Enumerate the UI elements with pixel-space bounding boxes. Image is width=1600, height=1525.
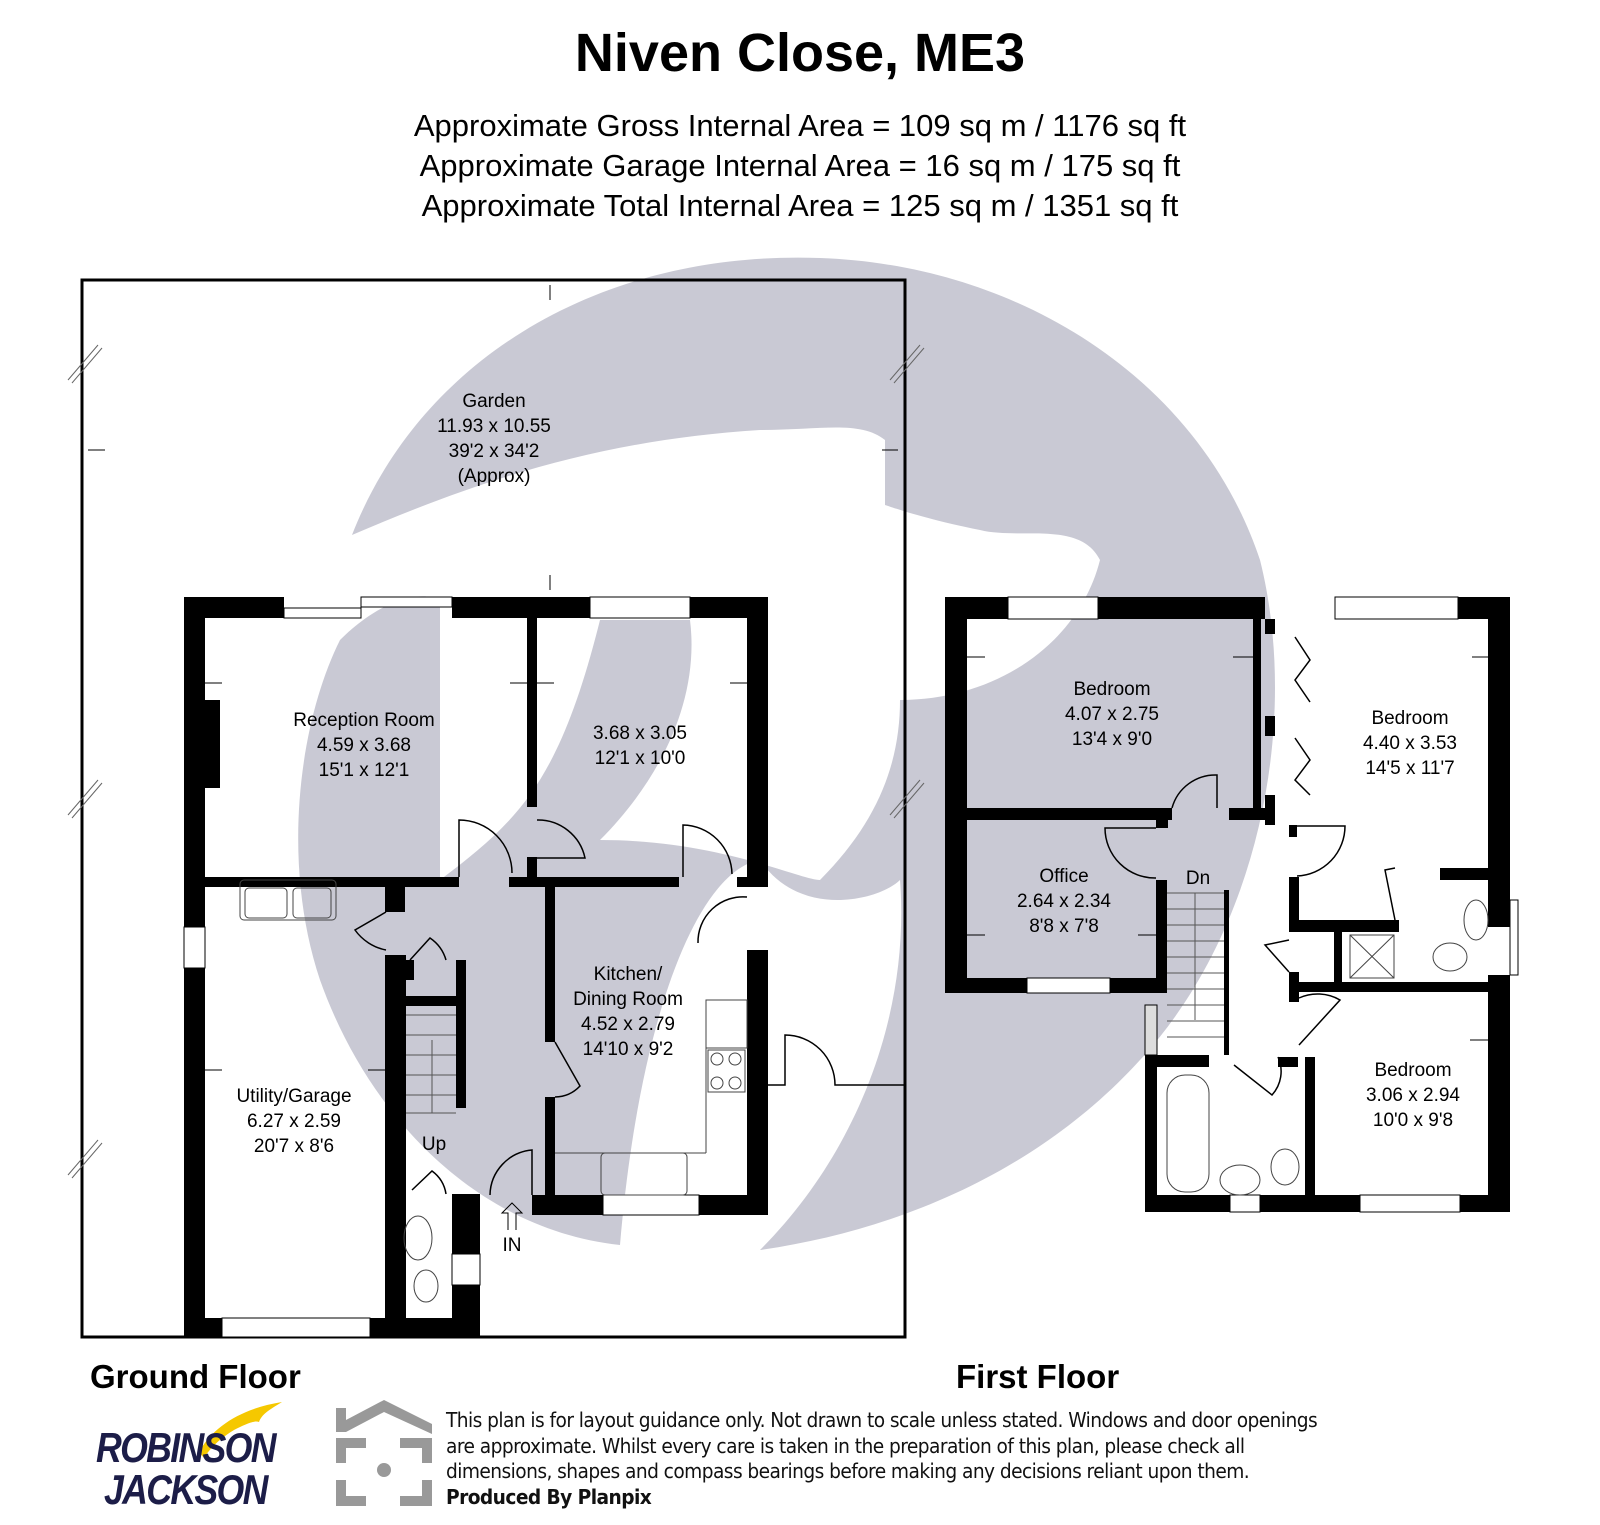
dimension-arrows bbox=[88, 285, 1488, 1071]
first-floor-stairs bbox=[1167, 892, 1224, 1038]
entrance-arrow-icon bbox=[500, 1202, 524, 1230]
reception-room-label: Reception Room 4.59 x 3.68 15'1 x 12'1 bbox=[293, 710, 435, 781]
logo-line-1: ROBINSON bbox=[96, 1424, 277, 1471]
kitchen-dining-label: Kitchen/ Dining Room 4.52 x 2.79 14'10 x… bbox=[573, 964, 683, 1060]
bedroom-1-label: Bedroom 4.07 x 2.75 13'4 x 9'0 bbox=[1064, 679, 1160, 750]
ground-floor-heading: Ground Floor bbox=[90, 1358, 301, 1395]
utility-garage-label: Utility/Garage 6.27 x 2.59 20'7 x 8'6 bbox=[236, 1086, 352, 1157]
planpix-logo-icon bbox=[336, 1400, 432, 1506]
bedroom-2-label: Bedroom 4.40 x 3.53 14'5 x 11'7 bbox=[1362, 708, 1458, 779]
ground-floor-stairs bbox=[406, 1014, 456, 1114]
ground-floor-plan bbox=[67, 278, 925, 1339]
robinson-jackson-logo: ROBINSON JACKSON bbox=[94, 1400, 284, 1513]
ground-floor-fixtures bbox=[239, 879, 748, 1303]
disclaimer-text: This plan is for layout guidance only. N… bbox=[446, 1408, 1318, 1509]
garden-label: Garden 11.93 x 10.55 39'2 x 34'2 (Approx… bbox=[437, 391, 551, 487]
first-floor-windows bbox=[1007, 596, 1519, 1213]
ground-floor-windows bbox=[183, 596, 700, 1338]
swallow-icon bbox=[199, 1402, 282, 1458]
gross-area: Approximate Gross Internal Area = 109 sq… bbox=[413, 108, 1187, 143]
ground-floor-doors bbox=[353, 819, 905, 1196]
first-floor-fixtures bbox=[1166, 899, 1489, 1196]
total-area: Approximate Total Internal Area = 125 sq… bbox=[421, 188, 1179, 223]
stairs-up-label: Up bbox=[421, 1134, 447, 1155]
page-title: Niven Close, ME3 bbox=[574, 23, 1026, 83]
produced-by: Produced By Planpix bbox=[446, 1484, 652, 1509]
first-floor-heading: First Floor bbox=[956, 1358, 1120, 1395]
bedroom-3-label: Bedroom 3.06 x 2.94 10'0 x 9'8 bbox=[1365, 1060, 1461, 1131]
watermark-logo bbox=[298, 257, 1275, 1250]
garage-area: Approximate Garage Internal Area = 16 sq… bbox=[419, 148, 1181, 183]
stairs-down-label: Dn bbox=[1185, 868, 1211, 889]
office-label: Office 2.64 x 2.34 8'8 x 7'8 bbox=[1016, 866, 1112, 937]
first-floor-doors bbox=[1104, 636, 1396, 1097]
first-floor-walls bbox=[945, 597, 1510, 1212]
area-summary: Approximate Gross Internal Area = 109 sq… bbox=[0, 106, 1600, 226]
logo-line-2: JACKSON bbox=[104, 1466, 268, 1513]
entrance-label: IN bbox=[502, 1235, 522, 1256]
unnamed-room-label: 3.68 x 3.05 12'1 x 10'0 bbox=[592, 723, 688, 769]
